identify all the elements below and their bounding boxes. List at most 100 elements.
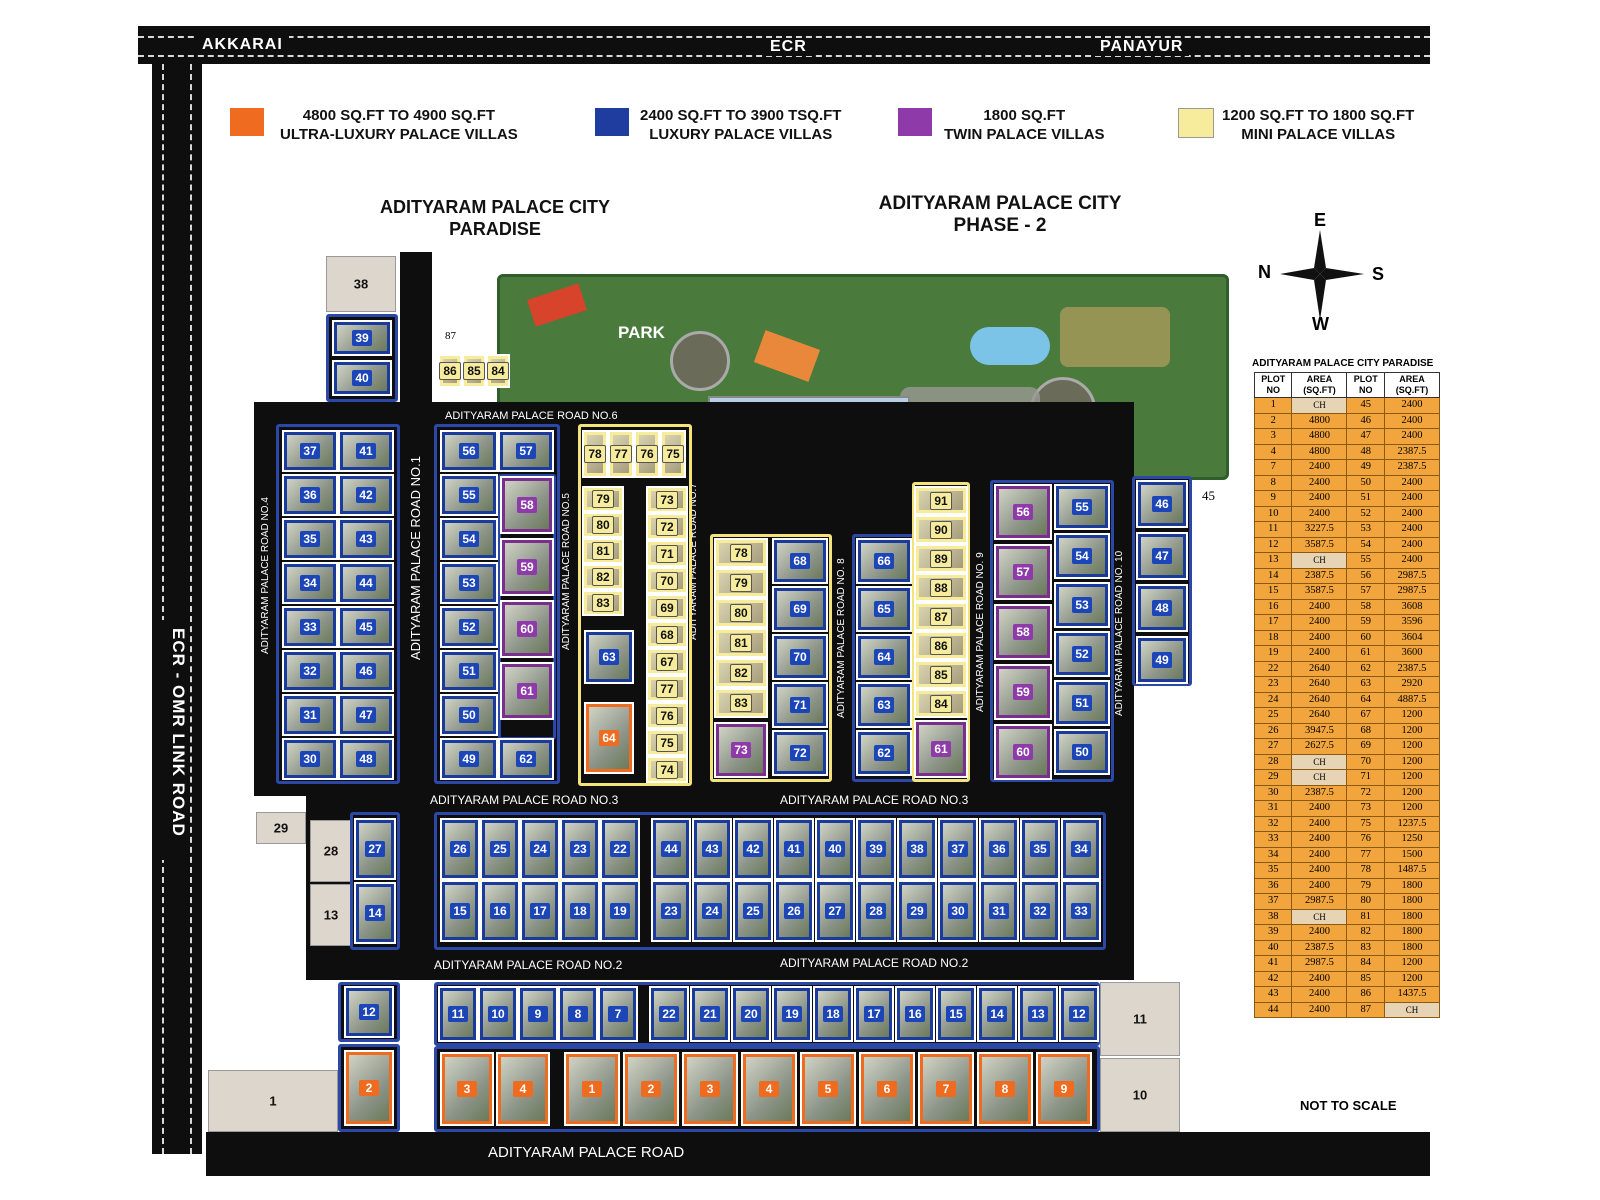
plot-74[interactable]: 74 (646, 756, 688, 783)
plot-79[interactable]: 79 (714, 568, 768, 598)
plot-2[interactable]: 2 (344, 1050, 394, 1126)
plot-54[interactable]: 54 (440, 518, 498, 560)
plot-40[interactable]: 40 (815, 818, 855, 880)
plot-3[interactable]: 3 (682, 1052, 738, 1126)
plot-63[interactable]: 63 (584, 630, 634, 684)
plot-7[interactable]: 7 (918, 1052, 974, 1126)
plot-23[interactable]: 23 (651, 880, 691, 942)
plot-28[interactable]: 28 (310, 820, 352, 882)
plot-32[interactable]: 32 (1020, 880, 1060, 942)
plot-29[interactable]: 29 (897, 880, 937, 942)
plot-35[interactable]: 35 (1020, 818, 1060, 880)
plot-11[interactable]: 11 (1100, 982, 1180, 1056)
plot-79[interactable]: 79 (582, 486, 624, 512)
plot-55[interactable]: 55 (440, 474, 498, 516)
plot-15[interactable]: 15 (936, 986, 976, 1042)
plot-75[interactable]: 75 (646, 729, 688, 756)
plot-71[interactable]: 71 (772, 682, 828, 728)
plot-53[interactable]: 53 (440, 562, 498, 604)
plot-56[interactable]: 56 (440, 430, 498, 472)
plot-52[interactable]: 52 (440, 606, 498, 648)
plot-46[interactable]: 46 (338, 650, 394, 692)
plot-85[interactable]: 85 (462, 354, 486, 388)
plot-71[interactable]: 71 (646, 540, 688, 567)
plot-59[interactable]: 59 (994, 664, 1052, 720)
plot-20[interactable]: 20 (731, 986, 771, 1042)
plot-30[interactable]: 30 (282, 738, 338, 780)
plot-68[interactable]: 68 (772, 538, 828, 584)
plot-84[interactable]: 84 (914, 689, 968, 718)
plot-21[interactable]: 21 (690, 986, 730, 1042)
plot-41[interactable]: 41 (774, 818, 814, 880)
plot-73[interactable]: 73 (714, 722, 768, 778)
plot-80[interactable]: 80 (714, 598, 768, 628)
plot-31[interactable]: 31 (282, 694, 338, 736)
plot-67[interactable]: 67 (646, 648, 688, 675)
plot-87[interactable]: 87 (914, 602, 968, 631)
plot-26[interactable]: 26 (440, 818, 480, 880)
plot-24[interactable]: 24 (520, 818, 560, 880)
plot-69[interactable]: 69 (772, 586, 828, 632)
plot-59[interactable]: 59 (500, 538, 554, 596)
plot-41[interactable]: 41 (338, 430, 394, 472)
plot-43[interactable]: 43 (692, 818, 732, 880)
plot-61[interactable]: 61 (500, 662, 554, 720)
plot-13[interactable]: 13 (310, 884, 352, 946)
plot-11[interactable]: 11 (438, 986, 478, 1042)
plot-4[interactable]: 4 (496, 1052, 550, 1126)
plot-17[interactable]: 17 (520, 880, 560, 942)
plot-47[interactable]: 47 (1136, 532, 1188, 580)
plot-10[interactable]: 10 (478, 986, 518, 1042)
plot-22[interactable]: 22 (649, 986, 689, 1042)
plot-14[interactable]: 14 (354, 882, 396, 944)
plot-25[interactable]: 25 (733, 880, 773, 942)
plot-76[interactable]: 76 (646, 702, 688, 729)
plot-39[interactable]: 39 (332, 320, 392, 356)
plot-33[interactable]: 33 (282, 606, 338, 648)
plot-33[interactable]: 33 (1061, 880, 1101, 942)
plot-80[interactable]: 80 (582, 512, 624, 538)
plot-3[interactable]: 3 (440, 1052, 494, 1126)
plot-42[interactable]: 42 (338, 474, 394, 516)
plot-64[interactable]: 64 (584, 702, 634, 774)
plot-51[interactable]: 51 (440, 650, 498, 692)
plot-61[interactable]: 61 (914, 720, 968, 778)
plot-85[interactable]: 85 (914, 660, 968, 689)
plot-16[interactable]: 16 (480, 880, 520, 942)
plot-4[interactable]: 4 (741, 1052, 797, 1126)
plot-38[interactable]: 38 (897, 818, 937, 880)
plot-82[interactable]: 82 (582, 564, 624, 590)
plot-72[interactable]: 72 (646, 513, 688, 540)
plot-40[interactable]: 40 (332, 360, 392, 396)
plot-27[interactable]: 27 (815, 880, 855, 942)
plot-30[interactable]: 30 (938, 880, 978, 942)
plot-52[interactable]: 52 (1054, 631, 1110, 677)
plot-78[interactable]: 78 (582, 430, 608, 478)
plot-1[interactable]: 1 (564, 1052, 620, 1126)
plot-68[interactable]: 68 (646, 621, 688, 648)
plot-31[interactable]: 31 (979, 880, 1019, 942)
plot-60[interactable]: 60 (994, 724, 1052, 780)
plot-9[interactable]: 9 (1036, 1052, 1092, 1126)
plot-16[interactable]: 16 (895, 986, 935, 1042)
plot-58[interactable]: 58 (500, 476, 554, 534)
plot-6[interactable]: 6 (859, 1052, 915, 1126)
plot-51[interactable]: 51 (1054, 680, 1110, 726)
plot-38[interactable]: 38 (326, 256, 396, 312)
plot-26[interactable]: 26 (774, 880, 814, 942)
plot-89[interactable]: 89 (914, 544, 968, 573)
plot-64[interactable]: 64 (856, 634, 912, 680)
plot-77[interactable]: 77 (608, 430, 634, 478)
plot-35[interactable]: 35 (282, 518, 338, 560)
plot-75[interactable]: 75 (660, 430, 686, 478)
plot-8[interactable]: 8 (558, 986, 598, 1042)
plot-54[interactable]: 54 (1054, 533, 1110, 579)
plot-88[interactable]: 88 (914, 573, 968, 602)
plot-28[interactable]: 28 (856, 880, 896, 942)
plot-36[interactable]: 36 (282, 474, 338, 516)
plot-32[interactable]: 32 (282, 650, 338, 692)
plot-57[interactable]: 57 (498, 430, 554, 472)
plot-83[interactable]: 83 (714, 688, 768, 718)
plot-18[interactable]: 18 (813, 986, 853, 1042)
plot-12[interactable]: 12 (1059, 986, 1099, 1042)
